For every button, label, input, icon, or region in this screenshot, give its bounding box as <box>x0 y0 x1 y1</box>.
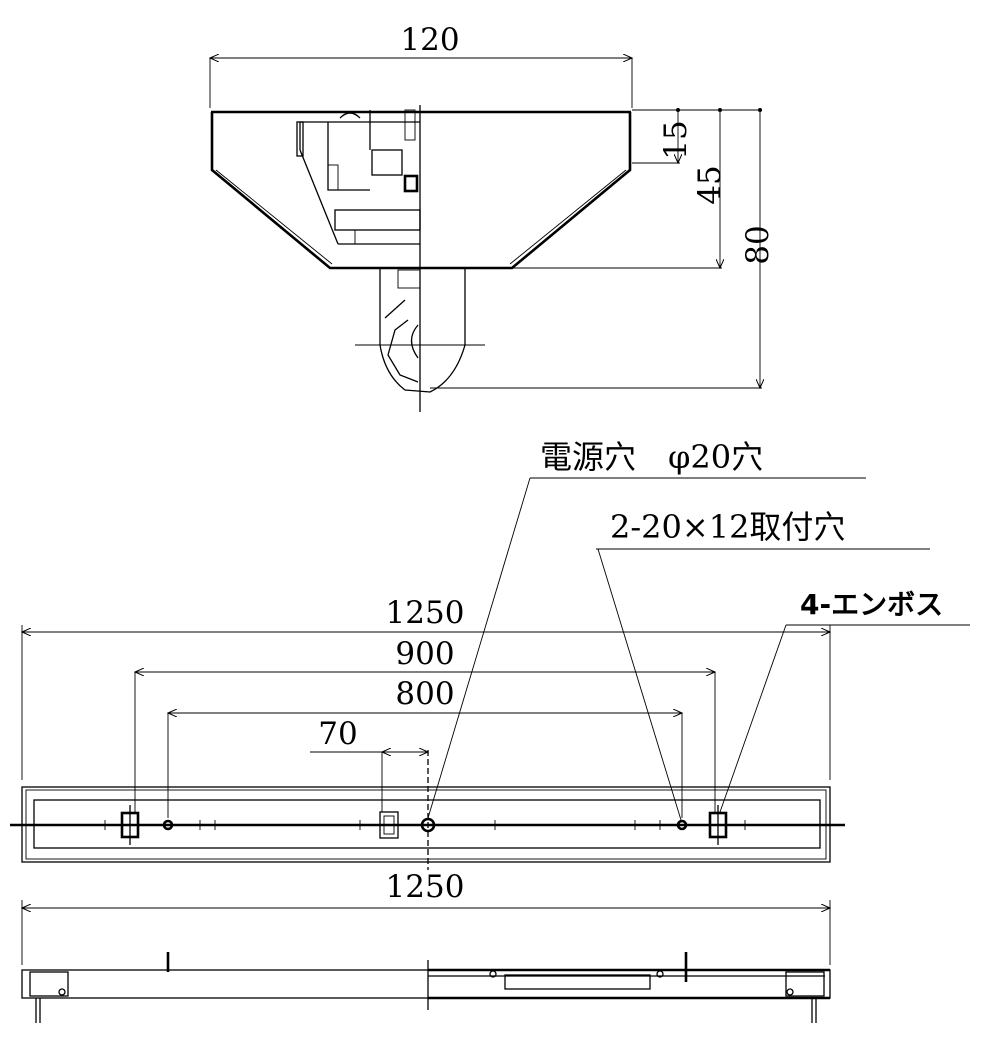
section-view: 120 <box>210 22 776 412</box>
side-view <box>21 952 831 1023</box>
dim-15-label: 15 <box>658 120 694 159</box>
dim-45-label: 45 <box>692 165 728 204</box>
dim-1250-label: 1250 <box>386 595 465 631</box>
emboss-right <box>708 805 728 845</box>
dim-120-label: 120 <box>400 22 459 58</box>
dimension-120: 120 <box>210 22 632 108</box>
mount-hole-left <box>162 819 174 831</box>
power-hole <box>420 817 436 833</box>
dim-800-label: 800 <box>395 676 454 712</box>
plan-dimensions: 1250 900 800 70 <box>22 595 830 818</box>
callout-power-hole: 電源穴 φ20穴 <box>427 438 866 819</box>
terminal-block <box>379 811 399 839</box>
side-dimension: 1250 <box>22 869 830 965</box>
callout-mount-holes: 2-20×12取付穴 <box>596 508 930 821</box>
power-hole-label: 電源穴 φ20穴 <box>540 438 763 476</box>
plan-view <box>10 750 845 870</box>
emboss-left <box>120 805 140 845</box>
dim-1250-bottom-label: 1250 <box>386 869 465 905</box>
dim-900-label: 900 <box>395 636 454 672</box>
reflector-body <box>210 109 632 270</box>
emboss-label: 4-エンボス <box>800 588 943 621</box>
dim-80-label: 80 <box>740 225 776 264</box>
height-dimensions: 15 45 80 <box>430 108 776 388</box>
mount-hole-right <box>676 819 688 831</box>
dim-70-label: 70 <box>318 716 357 752</box>
callout-emboss: 4-エンボス <box>719 588 970 813</box>
mount-holes-label: 2-20×12取付穴 <box>610 508 845 546</box>
